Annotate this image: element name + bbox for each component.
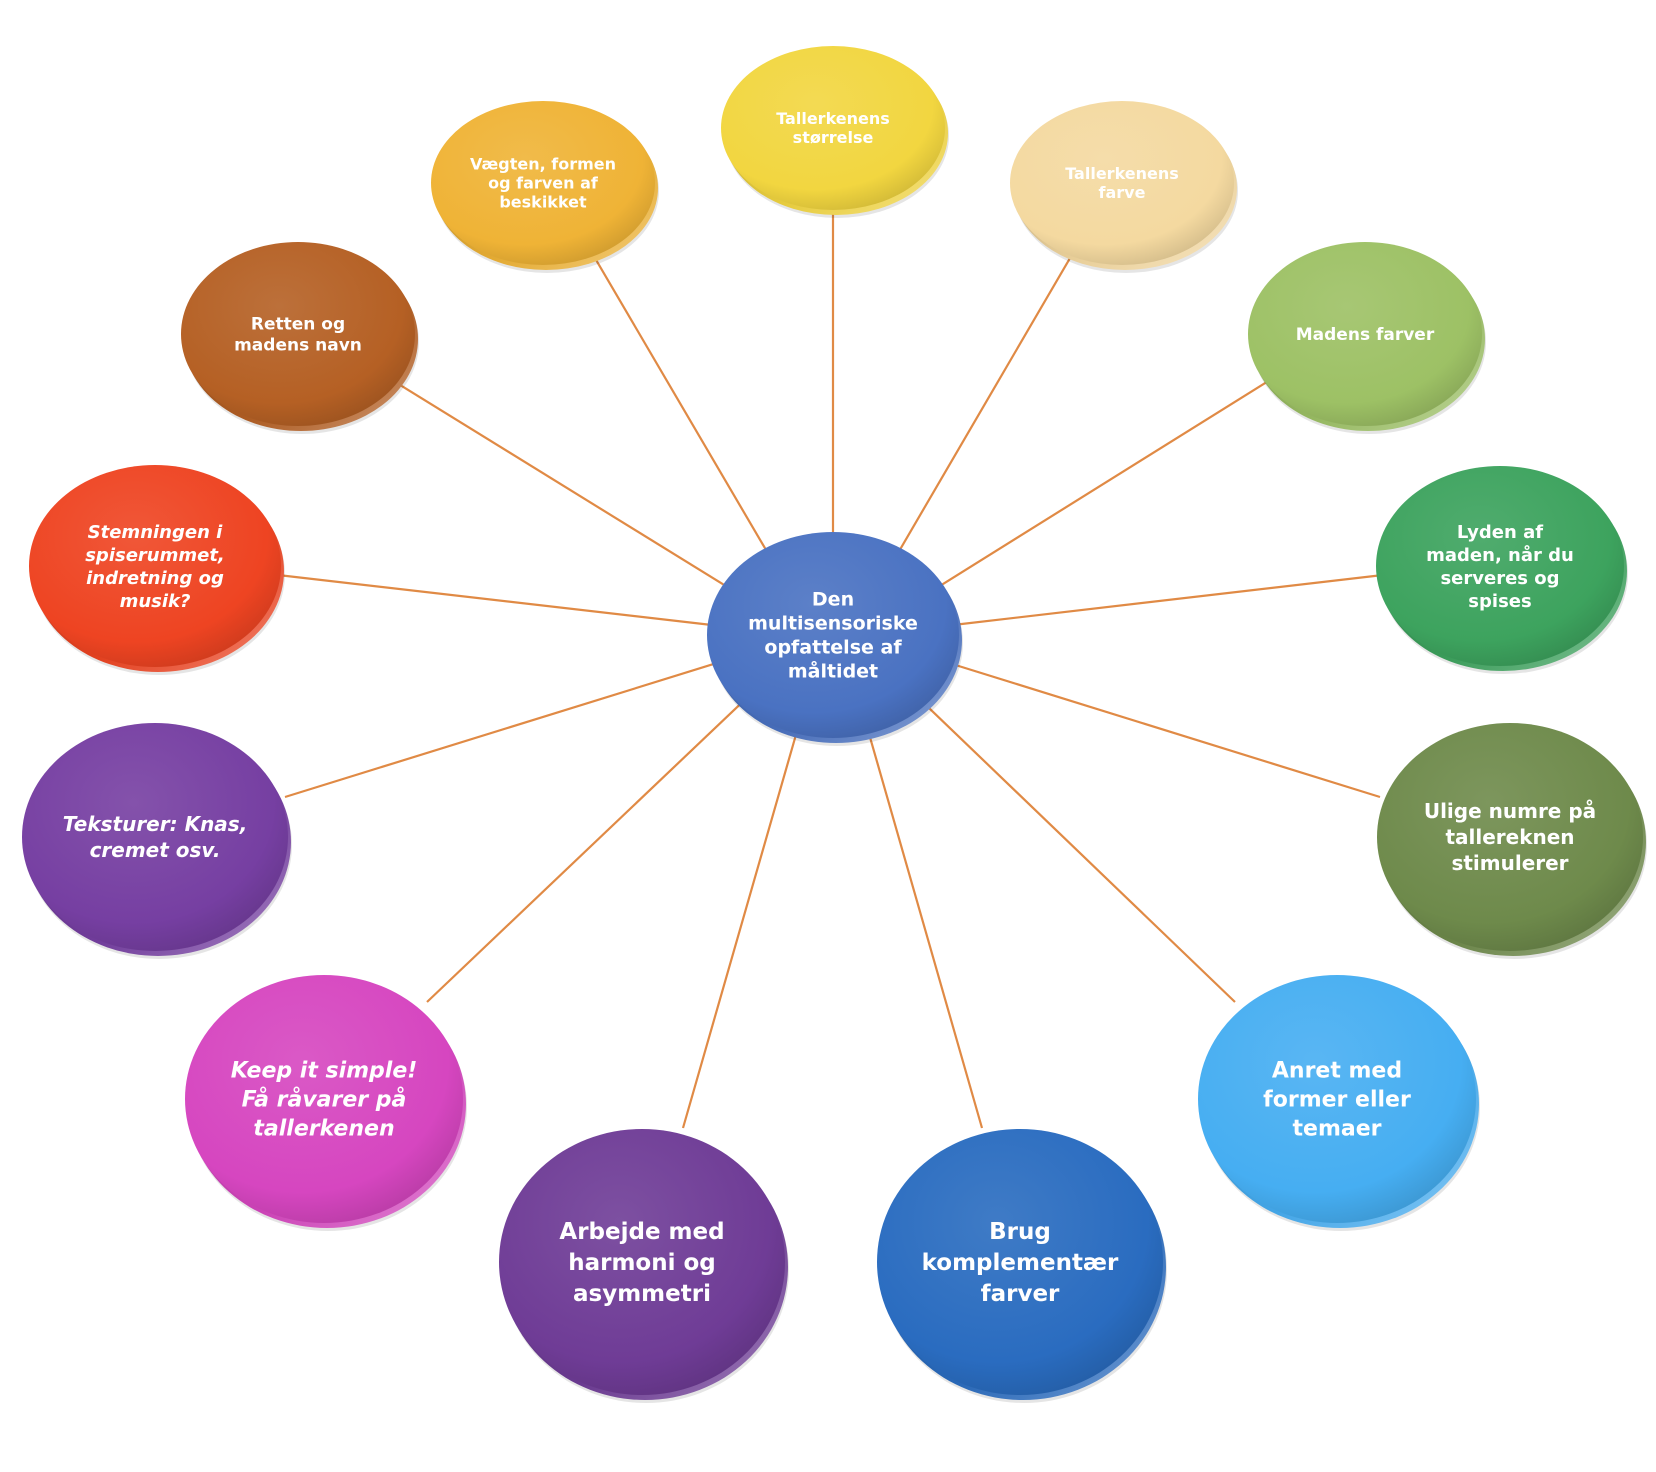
node-vaegten-formen-label-line: beskikket xyxy=(499,193,587,212)
node-ulige-numre-label-line: tallereknen xyxy=(1445,825,1574,849)
node-arbejde-med-harmoni-label: Arbejde med harmoni og asymmetri xyxy=(559,1219,724,1307)
center-node-label-line: Den xyxy=(812,589,854,611)
connector-arbejde-med-harmoni xyxy=(681,731,798,1129)
node-retten-og-madens-navn-label-line: madens navn xyxy=(234,335,362,355)
node-brug-komplementaer-label: Brug komplementær farver xyxy=(922,1219,1119,1307)
node-lyden-af-maden-label-line: serveres og xyxy=(1440,568,1559,589)
center-node-label-line: måltidet xyxy=(788,659,878,683)
node-madens-farver: Madens farver xyxy=(1248,242,1486,434)
node-brug-komplementaer-label-line: komplementær xyxy=(922,1250,1119,1276)
center-node-shape-disc xyxy=(707,532,959,738)
node-lyden-af-maden-disc xyxy=(1376,466,1624,666)
node-stemningen-label-line: indretning og xyxy=(86,568,224,589)
node-keep-it-simple-disc xyxy=(185,975,463,1223)
node-lyden-af-maden-label-line: spises xyxy=(1468,591,1531,612)
node-madens-farver-label: Madens farver xyxy=(1296,325,1435,345)
node-ulige-numre-label-line: Ulige numre på xyxy=(1424,799,1596,823)
connector-keep-it-simple xyxy=(426,702,743,1003)
node-anret-med-former-label-line: former eller xyxy=(1263,1088,1411,1113)
node-brug-komplementaer-disc xyxy=(877,1129,1163,1395)
node-vaegten-formen-disc xyxy=(431,101,655,265)
node-tallerkenens-farve-label-line: farve xyxy=(1099,183,1146,202)
node-lyden-af-maden-label-line: Lyden af xyxy=(1457,522,1543,543)
node-stemningen-disc xyxy=(29,465,281,667)
node-stemningen-label-line: Stemningen i xyxy=(88,522,224,543)
node-lyden-af-maden-label-line: maden, når du xyxy=(1426,544,1574,566)
node-madens-farver-label-line: Madens farver xyxy=(1296,325,1435,345)
node-arbejde-med-harmoni-label-line: asymmetri xyxy=(573,1281,711,1307)
connector-retten-og-madens-navn xyxy=(391,379,726,587)
node-vaegten-formen-label-line: Vægten, formen xyxy=(470,155,616,174)
center-node-label-line: opfattelse af xyxy=(764,637,902,659)
connector-vaegten-formen xyxy=(591,252,767,551)
node-ulige-numre-disc xyxy=(1377,723,1643,951)
node-brug-komplementaer-label-line: farver xyxy=(981,1281,1060,1307)
connector-brug-komplementaer xyxy=(867,731,984,1129)
node-keep-it-simple-label-line: Keep it simple! xyxy=(231,1059,418,1084)
node-keep-it-simple: Keep it simple! Få råvarer på tallerkenen xyxy=(185,975,467,1231)
node-teksturer: Teksturer: Knas,cremet osv. xyxy=(22,723,292,959)
center-node-label-line: multisensoriske xyxy=(748,613,918,635)
node-retten-og-madens-navn-label-line: Retten og xyxy=(251,314,345,334)
connector-tallerkenens-farve xyxy=(898,252,1074,551)
node-brug-komplementaer: Brug komplementær farver xyxy=(877,1129,1167,1403)
node-tallerkenens-stoerrelse-label-line: størrelse xyxy=(793,128,874,147)
connector-anret-med-former xyxy=(923,702,1236,1003)
connector-teksturer xyxy=(284,662,715,799)
node-arbejde-med-harmoni-label-line: harmoni og xyxy=(568,1250,716,1276)
node-anret-med-former-label: Anret med former eller temaer xyxy=(1263,1059,1411,1142)
node-keep-it-simple-label-line: tallerkenen xyxy=(253,1117,394,1142)
node-madens-farver-disc xyxy=(1248,242,1482,426)
node-brug-komplementaer-label-line: Brug xyxy=(989,1219,1051,1245)
node-arbejde-med-harmoni-disc xyxy=(499,1129,785,1395)
node-tallerkenens-farve-disc xyxy=(1010,101,1234,265)
node-teksturer-label-line: cremet osv. xyxy=(90,838,221,862)
node-keep-it-simple-label: Keep it simple! Få råvarer på tallerkenen xyxy=(231,1059,418,1142)
connector-lyden-af-maden xyxy=(956,573,1384,626)
node-teksturer-label-line: Teksturer: Knas, xyxy=(63,812,248,836)
node-keep-it-simple-label-line: Få råvarer på xyxy=(242,1087,407,1113)
node-tallerkenens-stoerrelse-label-line: Tallerkenens xyxy=(776,109,890,128)
node-vaegten-formen-label-line: og farven af xyxy=(488,174,599,193)
connector-madens-farver xyxy=(940,379,1271,587)
connector-stemningen xyxy=(277,573,710,626)
node-anret-med-former-label-line: Anret med xyxy=(1272,1059,1402,1084)
node-anret-med-former: Anret med former eller temaer xyxy=(1198,975,1480,1231)
connector-ulige-numre xyxy=(951,662,1381,799)
node-stemningen-label-line: musik? xyxy=(120,591,191,612)
node-ulige-numre-label-line: stimulerer xyxy=(1451,851,1568,875)
node-arbejde-med-harmoni-label-line: Arbejde med xyxy=(559,1219,724,1245)
node-anret-med-former-label-line: temaer xyxy=(1293,1117,1382,1142)
node-tallerkenens-farve-label-line: Tallerkenens xyxy=(1065,164,1179,183)
connectors xyxy=(277,212,1384,1129)
node-teksturer-disc xyxy=(22,723,288,951)
node-retten-og-madens-navn-disc xyxy=(181,242,415,426)
node-anret-med-former-disc xyxy=(1198,975,1476,1223)
node-arbejde-med-harmoni: Arbejde med harmoni og asymmetri xyxy=(499,1129,789,1403)
node-teksturer-label: Teksturer: Knas,cremet osv. xyxy=(63,812,248,862)
node-stemningen-label-line: spiserummet, xyxy=(85,545,225,566)
node-tallerkenens-stoerrelse-disc xyxy=(721,46,945,210)
